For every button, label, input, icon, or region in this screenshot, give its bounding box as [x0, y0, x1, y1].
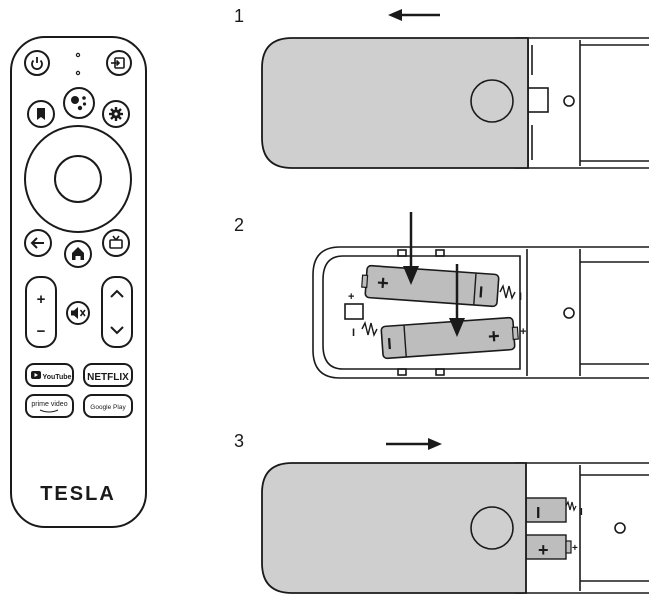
google-play-label: Google Play	[90, 404, 126, 411]
battery-ends: I + I +	[525, 497, 583, 560]
youtube-label: YouTube	[43, 374, 72, 381]
arrow-right-icon	[386, 438, 442, 450]
google-play-button[interactable]	[83, 394, 133, 418]
step-1-number: 1	[234, 6, 244, 26]
home-button[interactable]	[64, 240, 92, 268]
step-3-number: 3	[234, 431, 244, 451]
settings-button[interactable]	[102, 100, 130, 128]
cover-release-circle	[470, 79, 514, 123]
tv-button[interactable]	[102, 229, 130, 257]
bookmark-button[interactable]	[27, 100, 55, 128]
terminal-plus-step3: +	[572, 543, 578, 554]
spring-bottom	[361, 320, 378, 338]
terminal-plus-bottom: +	[520, 326, 526, 338]
mute-icon	[71, 307, 86, 319]
volume-rocker[interactable]	[25, 276, 57, 348]
volume-plus-label: +	[37, 291, 46, 308]
arrow-down-icon	[403, 212, 419, 285]
chevron-down-icon	[110, 326, 124, 335]
cover-release-circle-step3	[470, 506, 514, 550]
arrow-left-icon	[388, 9, 440, 21]
chevron-up-icon	[110, 289, 124, 298]
battery-cover	[261, 37, 529, 169]
settings-icon	[109, 107, 123, 121]
battery-cover-closing	[261, 462, 527, 594]
mute-button[interactable]	[66, 301, 90, 325]
volume-minus-label: −	[37, 323, 46, 340]
input-button[interactable]	[106, 50, 132, 76]
ok-button[interactable]	[54, 155, 102, 203]
battery-1: + I	[361, 264, 500, 308]
step-1-panel	[261, 9, 649, 169]
power-button[interactable]	[24, 50, 50, 76]
home-icon	[72, 247, 84, 260]
battery-1-plus: +	[376, 272, 389, 295]
prime-video-label: prime video	[31, 401, 67, 408]
step-2-panel: + I I + + I I +	[312, 212, 649, 379]
input-icon	[111, 57, 125, 69]
dpad-ring[interactable]	[24, 125, 132, 233]
terminal-plus-top: +	[348, 291, 354, 303]
netflix-label: NETFLIX	[87, 372, 129, 383]
remote-control	[10, 36, 147, 528]
power-icon	[31, 57, 43, 70]
step-2-number: 2	[234, 215, 244, 235]
tv-icon	[109, 235, 123, 249]
terminal-minus-step3: I	[580, 507, 583, 518]
youtube-button[interactable]	[25, 363, 74, 387]
netflix-button[interactable]	[83, 363, 133, 387]
battery-1-minus-mark: I	[478, 284, 484, 301]
battery-3-minus-mark: I	[536, 505, 540, 522]
battery-3-plus: +	[538, 540, 549, 560]
terminal-minus-bottom: I	[352, 327, 355, 339]
battery-2-plus: +	[487, 325, 500, 348]
arrow-down-icon-2	[449, 264, 465, 337]
back-icon	[30, 237, 44, 249]
assistant-button[interactable]	[63, 87, 95, 119]
remote-body	[10, 36, 147, 528]
tesla-logo: TESLA	[40, 483, 116, 505]
bookmark-icon	[37, 108, 45, 120]
spring-top	[499, 283, 516, 301]
terminal-minus-top: I	[519, 291, 522, 303]
back-button[interactable]	[24, 229, 52, 257]
battery-2: I +	[380, 316, 519, 360]
assistant-icon	[71, 96, 87, 111]
step-3-panel: I + I +	[261, 438, 649, 594]
prime-video-button[interactable]	[25, 394, 74, 418]
status-led	[75, 52, 81, 76]
channel-rocker[interactable]	[101, 276, 133, 348]
battery-2-minus-mark: I	[387, 336, 393, 353]
